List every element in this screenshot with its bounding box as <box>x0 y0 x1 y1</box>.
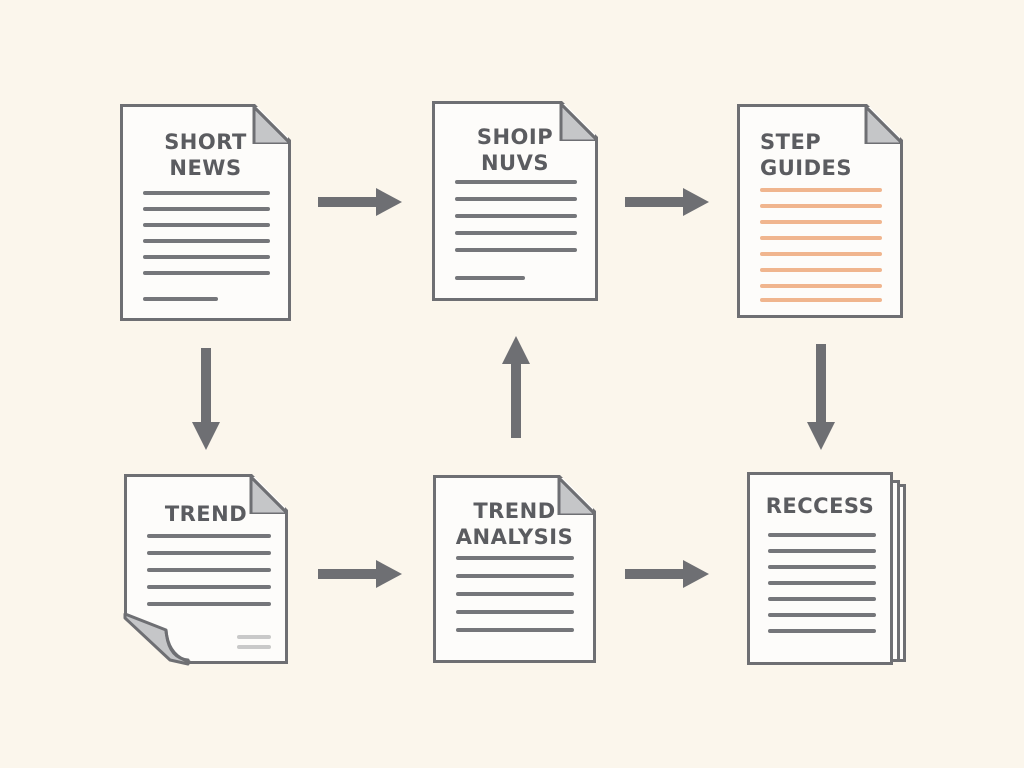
folded-corner-icon <box>556 475 596 515</box>
text-line <box>768 581 876 585</box>
title-line: NUVS <box>480 151 549 175</box>
text-line <box>456 610 574 614</box>
title-line: TREND <box>164 502 248 526</box>
title-line: ANALYSIS <box>455 525 574 549</box>
arrow-right-icon <box>318 560 402 588</box>
document-title: SHOIP NUVS <box>435 124 595 176</box>
text-line <box>143 207 270 211</box>
highlighted-text-line <box>760 268 882 272</box>
text-line <box>143 255 270 259</box>
folded-corner-icon <box>863 104 903 144</box>
highlighted-text-line <box>760 188 882 192</box>
document-title: TREND ANALYSIS <box>436 498 593 550</box>
document-shoip-nuvs: SHOIP NUVS <box>432 101 598 301</box>
text-line <box>143 271 270 275</box>
text-line <box>768 597 876 601</box>
highlighted-text-line <box>760 284 882 288</box>
document-title: STEP GUIDES <box>740 129 900 181</box>
title-line: NEWS <box>169 156 242 180</box>
document-title: SHORT NEWS <box>123 129 288 181</box>
text-line <box>237 645 271 649</box>
text-line <box>143 223 270 227</box>
highlighted-text-line <box>760 236 882 240</box>
arrow-down-icon <box>807 344 835 450</box>
text-line <box>455 180 577 184</box>
text-line <box>147 602 271 606</box>
folded-corner-icon <box>558 101 598 141</box>
text-line <box>456 574 574 578</box>
text-line <box>143 191 270 195</box>
text-line <box>456 556 574 560</box>
text-line <box>143 239 270 243</box>
folded-corner-icon <box>248 474 288 514</box>
text-line <box>147 551 271 555</box>
text-line <box>147 585 271 589</box>
text-line <box>456 628 574 632</box>
page-curl-icon <box>123 612 191 666</box>
highlighted-text-line <box>760 298 882 302</box>
text-line <box>456 592 574 596</box>
document-title: TREND <box>127 501 285 527</box>
text-line <box>455 214 577 218</box>
arrow-right-icon <box>625 188 709 216</box>
text-line <box>455 197 577 201</box>
text-line <box>455 231 577 235</box>
text-line <box>768 629 876 633</box>
highlighted-text-line <box>760 220 882 224</box>
document-step-guides: STEP GUIDES <box>737 104 903 318</box>
text-line <box>768 565 876 569</box>
text-line <box>147 534 271 538</box>
document-reccess: RECCESS <box>747 472 893 665</box>
text-line <box>237 635 271 639</box>
text-line <box>768 613 876 617</box>
title-line: TREND <box>473 499 556 523</box>
title-line: SHORT <box>164 130 247 154</box>
title-line: STEP <box>760 130 822 154</box>
text-line <box>455 276 525 280</box>
arrow-right-icon <box>625 560 709 588</box>
text-line <box>768 549 876 553</box>
folded-corner-icon <box>251 104 291 144</box>
text-line <box>455 248 577 252</box>
text-line <box>768 533 876 537</box>
highlighted-text-line <box>760 204 882 208</box>
document-title: RECCESS <box>750 493 890 519</box>
title-line: RECCESS <box>765 494 875 518</box>
arrow-up-icon <box>502 336 530 438</box>
document-short-news: SHORT NEWS <box>120 104 291 321</box>
text-line <box>147 568 271 572</box>
document-trend-analysis: TREND ANALYSIS <box>433 475 596 663</box>
arrow-right-icon <box>318 188 402 216</box>
title-line: SHOIP <box>476 125 554 149</box>
text-line <box>143 297 218 301</box>
highlighted-text-line <box>760 252 882 256</box>
arrow-down-icon <box>192 348 220 450</box>
title-line: GUIDES <box>760 156 853 180</box>
